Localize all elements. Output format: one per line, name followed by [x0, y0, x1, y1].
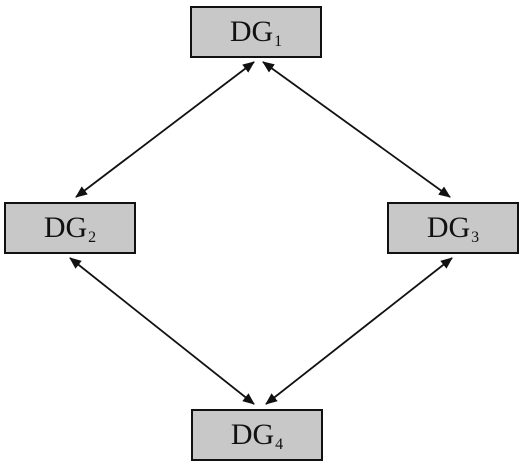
node-dg1-subscript: 1	[274, 33, 283, 50]
edge-dg1-dg2	[75, 61, 255, 198]
node-dg3-subscript: 3	[471, 229, 480, 246]
node-dg4-label: DG	[230, 418, 275, 451]
node-dg2-subscript: 2	[88, 229, 97, 246]
node-dg3-label: DG	[426, 211, 471, 244]
node-dg4-subscript: 4	[275, 436, 284, 453]
node-dg2-label: DG	[43, 211, 88, 244]
edge-dg1-dg3	[262, 61, 451, 198]
edge-dg2-dg4	[69, 257, 255, 405]
edge-dg3-dg4	[265, 257, 453, 405]
node-dg1-label: DG	[229, 15, 274, 48]
